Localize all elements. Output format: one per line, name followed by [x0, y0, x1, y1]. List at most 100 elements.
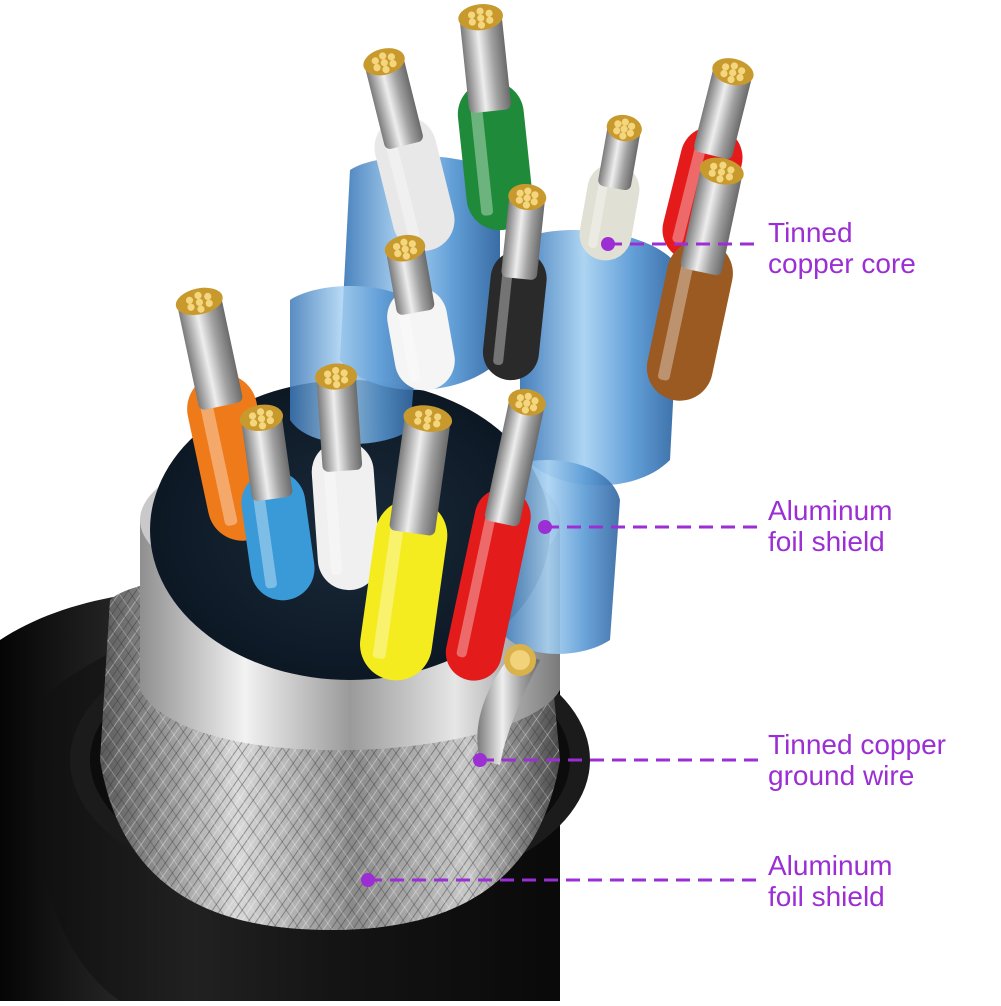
- copper-strand-end: [389, 60, 397, 68]
- wire-strands: [484, 397, 544, 527]
- copper-strand-end: [467, 11, 476, 19]
- copper-strand-end: [727, 166, 735, 174]
- copper-strand-end: [716, 175, 724, 183]
- copper-strand-end: [333, 380, 341, 389]
- wire-highlight: [468, 89, 494, 216]
- copper-strand-end: [394, 249, 402, 258]
- copper-strand-end: [523, 194, 531, 202]
- wire-strands: [389, 414, 451, 536]
- copper-strand-end: [249, 419, 258, 427]
- copper-strand-end: [717, 168, 726, 176]
- callout-label-tinned-copper-ground-wire: Tinned copper ground wire: [768, 729, 946, 791]
- wire-6: [482, 183, 547, 381]
- copper-strand-end: [619, 132, 627, 140]
- copper-strand-end: [248, 412, 257, 420]
- copper-strand-end: [477, 21, 486, 29]
- wire-12: [445, 388, 546, 681]
- copper-strand-end: [332, 373, 340, 382]
- wire-insulation: [445, 488, 531, 681]
- wire-strands: [386, 243, 435, 315]
- copper-strand-end: [324, 377, 332, 385]
- wire-strands: [316, 373, 363, 472]
- copper-strand-end: [340, 369, 348, 377]
- copper-strand-end: [722, 63, 730, 71]
- wire-strands: [694, 66, 752, 159]
- copper-strand-end: [256, 408, 265, 416]
- copper-strand-end: [477, 14, 485, 22]
- copper-strand-end: [408, 240, 416, 248]
- wire-highlight: [382, 126, 420, 240]
- callout-label-tinned-copper-core: Tinned copper core: [768, 217, 916, 279]
- copper-strand-end: [516, 189, 524, 197]
- copper-strand-end: [332, 366, 340, 375]
- copper-strand-end: [379, 52, 387, 60]
- copper-strand-end: [400, 238, 408, 246]
- callout-dot-2: [538, 520, 552, 534]
- copper-strand-end: [523, 399, 531, 407]
- copper-strand-end: [708, 169, 716, 177]
- copper-strand-end: [409, 247, 418, 255]
- copper-strand-end: [738, 67, 746, 75]
- copper-strand-end: [187, 303, 195, 311]
- wires-layer: [175, 4, 754, 681]
- wire-strands: [460, 13, 511, 113]
- wire-1: [363, 48, 455, 251]
- copper-strand-end: [195, 298, 204, 306]
- copper-strand-end: [516, 394, 524, 402]
- copper-strand-end: [476, 7, 484, 15]
- copper-strand-end: [719, 161, 727, 169]
- wire-insulation: [374, 116, 455, 251]
- copper-strand-end: [628, 122, 636, 130]
- wire-5: [646, 157, 744, 401]
- copper-strand-end: [468, 18, 476, 26]
- copper-strand-end: [340, 376, 349, 384]
- wire-10: [311, 363, 380, 591]
- copper-strand-end: [387, 53, 395, 61]
- wire-11: [360, 405, 453, 681]
- callout-dot-3: [473, 753, 487, 767]
- wire-highlight: [322, 448, 343, 575]
- copper-strand-end: [197, 305, 205, 313]
- copper-strand-end: [415, 410, 423, 418]
- copper-strand-end: [373, 64, 381, 72]
- wire-insulation: [241, 470, 315, 601]
- copper-strand-end: [486, 16, 494, 24]
- copper-strand-end: [424, 415, 432, 424]
- wire-4: [579, 114, 642, 261]
- copper-strand-end: [531, 397, 539, 405]
- copper-strand-end: [620, 125, 628, 133]
- copper-strand-end: [371, 57, 379, 65]
- copper-strand-end: [204, 292, 212, 301]
- copper-strand-end: [613, 127, 621, 135]
- wire-insulation: [646, 240, 733, 401]
- copper-strand-end: [522, 201, 530, 209]
- callout-label-aluminum-foil-shield-inner: Aluminum foil shield: [768, 495, 893, 557]
- copper-strand-end: [729, 69, 737, 77]
- copper-strand-end: [185, 296, 194, 304]
- copper-strand-end: [531, 191, 539, 199]
- copper-strand-end: [710, 162, 718, 170]
- wire-strands: [241, 413, 293, 502]
- wire-insulation: [311, 440, 380, 591]
- wire-highlight: [196, 384, 238, 526]
- wire-highlight: [493, 255, 514, 365]
- copper-strand-end: [401, 245, 409, 253]
- wire-highlight: [372, 505, 407, 659]
- copper-strand-end: [736, 74, 744, 82]
- wire-strands: [680, 165, 742, 276]
- wire-7: [384, 234, 455, 391]
- callout-label-aluminum-foil-shield-outer: Aluminum foil shield: [768, 850, 893, 912]
- copper-strand-end: [614, 120, 622, 128]
- copper-strand-end: [382, 65, 390, 74]
- callout-dot-4: [361, 873, 375, 887]
- wire-strands: [178, 295, 243, 410]
- callout-lines: [361, 237, 758, 887]
- copper-strand-end: [258, 422, 267, 430]
- wire-insulation: [482, 250, 547, 381]
- copper-strand-end: [205, 299, 213, 307]
- callout-dot-1: [601, 237, 615, 251]
- wire-strands: [365, 56, 423, 149]
- copper-strand-end: [433, 420, 441, 428]
- copper-strand-end: [423, 422, 431, 431]
